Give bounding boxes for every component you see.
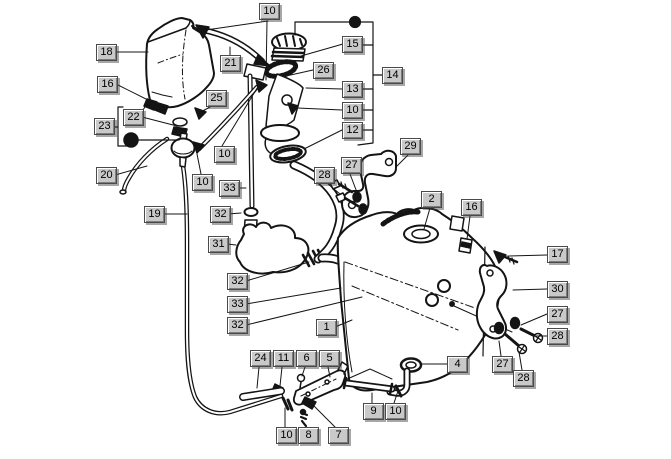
callout-28[interactable]: 28 [513,370,534,387]
callout-10[interactable]: 10 [276,427,297,444]
clamp-arrow [195,24,210,39]
cover-part [142,17,215,120]
callout-10[interactable]: 10 [259,3,280,20]
callout-14[interactable]: 14 [382,67,403,84]
callout-31[interactable]: 31 [208,236,229,253]
rubber-bumper-25 [194,107,207,120]
callout-25[interactable]: 25 [206,90,227,107]
callout-29[interactable]: 29 [400,138,421,155]
tube-24 [239,387,285,401]
callout-33[interactable]: 33 [219,180,240,197]
callout-28[interactable]: 28 [547,328,568,345]
leader-lines [114,20,548,428]
rubber-bumper [143,98,158,111]
clamp-10 [281,396,294,412]
callout-1[interactable]: 1 [316,319,337,336]
clamp-arrow [287,102,299,115]
callout-13[interactable]: 13 [342,81,363,98]
callout-15[interactable]: 15 [342,36,363,53]
callout-17[interactable]: 17 [547,246,568,263]
callout-10[interactable]: 10 [342,102,363,119]
callout-9[interactable]: 9 [363,403,384,420]
callout-32[interactable]: 32 [210,206,231,223]
lever-7 [301,396,317,410]
callout-7[interactable]: 7 [328,427,349,444]
callout-32[interactable]: 32 [227,317,248,334]
callout-27[interactable]: 27 [492,356,513,373]
callout-5[interactable]: 5 [319,350,340,367]
clamp-32 [243,207,259,217]
filler-opening-ring [403,224,439,244]
hose-20 [119,136,170,195]
bolts-27-28-right [493,316,544,355]
fuel-tank [336,206,513,392]
tank-top-strip [380,209,421,227]
hose-19 [180,163,284,416]
callout-27[interactable]: 27 [341,157,362,174]
vent-valve [123,79,268,168]
callout-10[interactable]: 10 [192,174,213,191]
callout-16[interactable]: 16 [461,199,482,216]
callout-22[interactable]: 22 [123,109,144,126]
callout-28[interactable]: 28 [314,167,335,184]
hose-9 [342,368,396,396]
petcock [271,361,349,428]
callout-2[interactable]: 2 [421,191,442,208]
gasket-12-ribs [273,147,303,161]
callout-19[interactable]: 19 [144,206,165,223]
callout-27[interactable]: 27 [547,306,568,323]
tank-hole [425,293,439,307]
callout-33[interactable]: 33 [227,296,248,313]
bracket-30 [475,246,508,357]
callout-26[interactable]: 26 [313,62,334,79]
callout-18[interactable]: 18 [96,44,117,61]
callout-16[interactable]: 16 [97,76,118,93]
screw-8-thread [299,411,309,428]
callout-20[interactable]: 20 [96,167,117,184]
callout-4[interactable]: 4 [447,356,468,373]
rubber-bumper [154,102,169,115]
filler-neck [260,73,307,164]
callout-10[interactable]: 10 [385,403,406,420]
callout-12[interactable]: 12 [342,122,363,139]
hose-21 [195,24,271,67]
callout-21[interactable]: 21 [220,55,241,72]
callout-8[interactable]: 8 [298,427,319,444]
callout-32[interactable]: 32 [227,273,248,290]
callout-10[interactable]: 10 [214,146,235,163]
filter-31 [235,221,325,275]
ribbed-connector [301,248,325,268]
group-bracket-14 [294,15,383,146]
callout-11[interactable]: 11 [273,350,294,367]
screw-17 [493,250,519,265]
callout-24[interactable]: 24 [250,350,271,367]
callout-6[interactable]: 6 [296,350,317,367]
callout-23[interactable]: 23 [94,118,115,135]
callout-30[interactable]: 30 [547,281,568,298]
clamp-arrow [255,79,268,93]
tank-hole [437,279,451,293]
